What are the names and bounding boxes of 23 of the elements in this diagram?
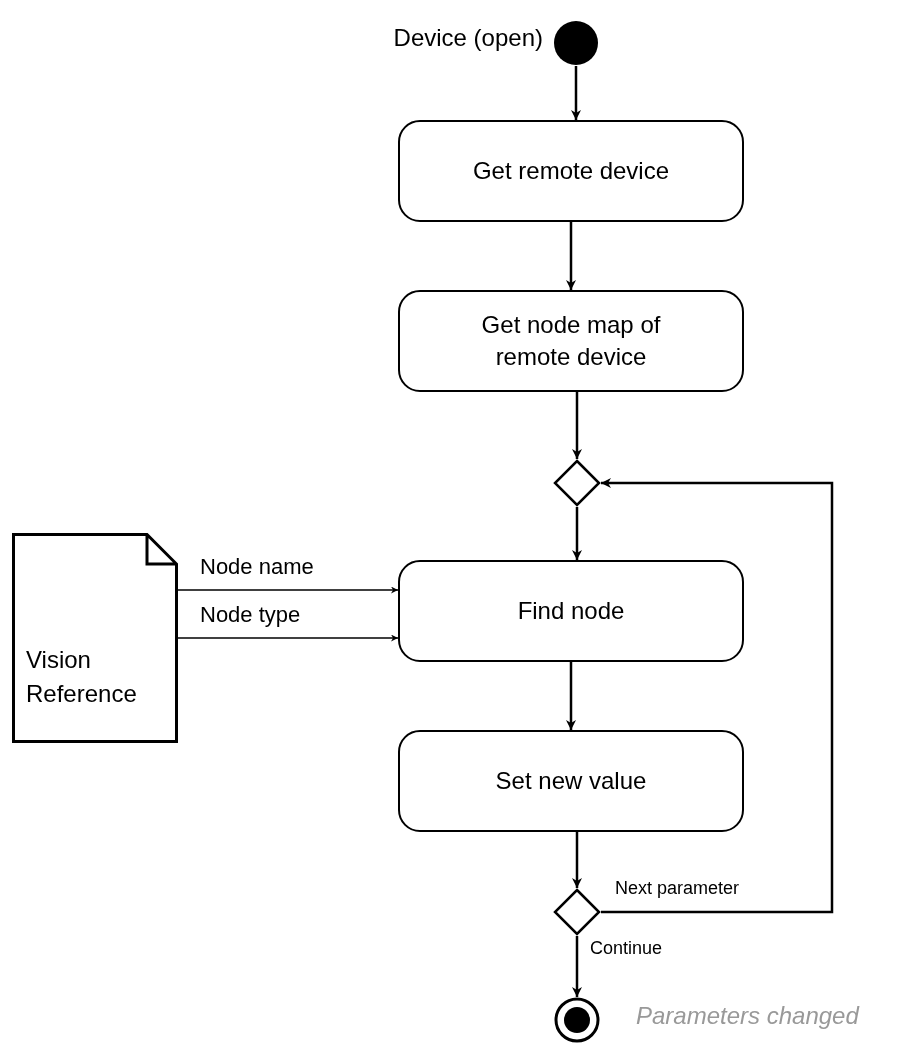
arrow	[572, 936, 582, 997]
action-box: Get node map of remote device	[398, 290, 744, 392]
arrow	[571, 66, 581, 120]
arrow	[177, 586, 399, 594]
edge-label: Next parameter	[613, 878, 742, 899]
decision-diamond	[553, 888, 601, 936]
arrow	[572, 507, 582, 560]
arrow	[601, 478, 834, 914]
arrow	[566, 222, 576, 290]
arrow	[566, 662, 576, 730]
document-shape	[12, 533, 178, 743]
arrow	[177, 634, 399, 642]
node-caption: Parameters changed	[636, 1002, 859, 1030]
start-node	[553, 20, 599, 66]
end-node	[554, 997, 600, 1043]
decision-diamond	[553, 459, 601, 507]
action-box: Set new value	[398, 730, 744, 832]
action-box: Get remote device	[398, 120, 744, 222]
arrow	[572, 832, 582, 888]
document-label: Vision Reference	[26, 645, 138, 709]
node-caption: Device (open)	[393, 24, 543, 52]
arrow	[572, 392, 582, 459]
action-box: Find node	[398, 560, 744, 662]
